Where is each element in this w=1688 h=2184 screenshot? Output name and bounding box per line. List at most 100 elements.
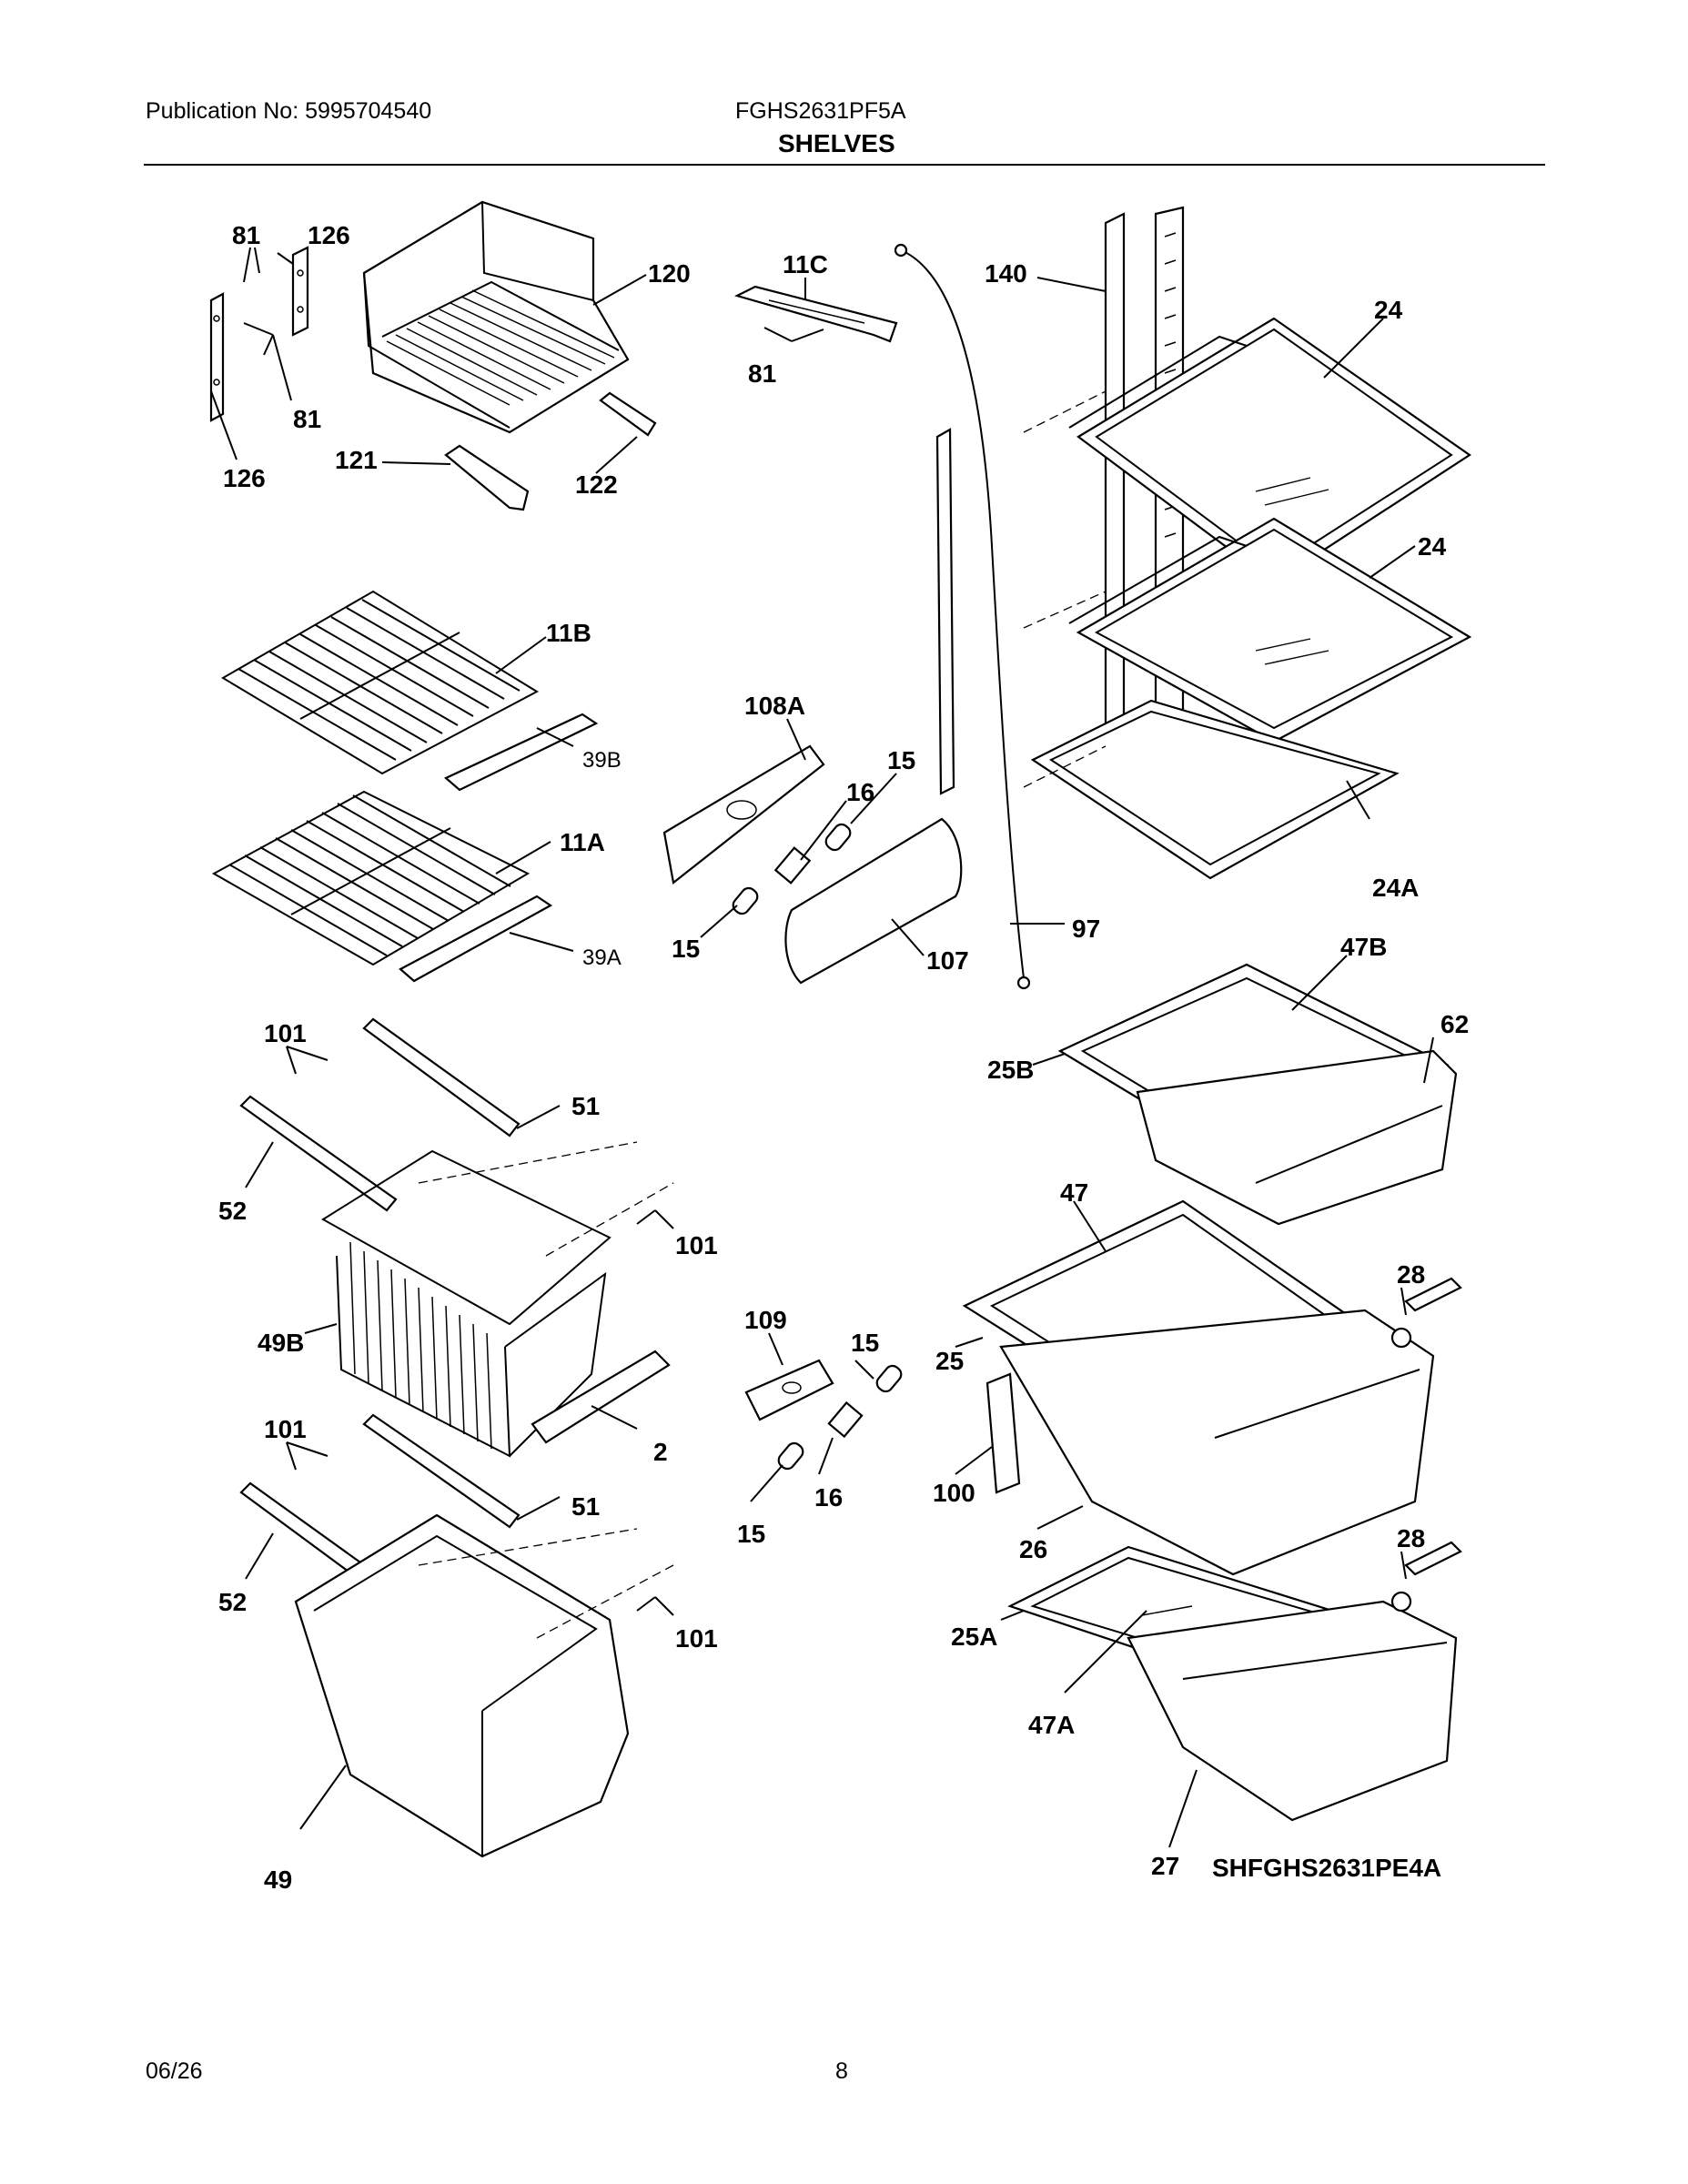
callout-101: 101: [675, 1231, 718, 1259]
callout-109: 109: [744, 1306, 787, 1334]
part-16-socket: [773, 846, 812, 885]
leader-lines-109: [750, 1332, 874, 1502]
part-51-rail-upper: [362, 1017, 521, 1138]
callout-107: 107: [926, 946, 969, 975]
publication-number: Publication No: 5995704540: [146, 98, 432, 124]
page-number: 8: [835, 2058, 848, 2084]
callout-51: 51: [571, 1092, 600, 1120]
footer-date: 06/26: [146, 2058, 203, 2084]
callout-39a: 39A: [582, 945, 622, 970]
callout-11a: 11A: [560, 828, 605, 856]
callout-126: 126: [308, 221, 350, 249]
dashed-guides-right: [1023, 390, 1107, 788]
dashed-guides-bin: [418, 1528, 674, 1639]
callout-15: 15: [851, 1329, 879, 1357]
callout-140: 140: [985, 259, 1027, 288]
part-15-bulb-upper: [824, 823, 852, 852]
part-24-shelf-middle: [1068, 517, 1472, 743]
part-24a-shelf-lower: [1030, 699, 1400, 880]
leader-lines-47a: [1000, 1551, 1407, 1848]
callout-15: 15: [737, 1520, 765, 1548]
part-107-light-shield: [784, 817, 963, 985]
callout-25a: 25A: [951, 1623, 997, 1651]
part-51-rail-lower: [362, 1413, 521, 1529]
part-120-door-bin: [362, 200, 630, 434]
dashed-guides-basket: [418, 1141, 674, 1257]
callout-122: 122: [575, 470, 618, 499]
part-39a-trim: [399, 895, 553, 983]
part-15-bulb-lower-right: [875, 1364, 903, 1393]
callout-120: 120: [648, 259, 691, 288]
callout-24a: 24A: [1372, 874, 1419, 902]
section-title: SHELVES: [778, 129, 895, 157]
leader-lines-49b: [245, 1046, 674, 1430]
part-122-rail: [599, 391, 657, 437]
callout-27: 27: [1151, 1852, 1179, 1880]
callout-15: 15: [887, 746, 915, 774]
diagram-code: SHFGHS2631PE4A: [1212, 1854, 1441, 1882]
callout-16: 16: [814, 1483, 843, 1512]
callout-11b: 11B: [546, 619, 591, 647]
part-126-bracket-left: [209, 292, 225, 422]
callout-81: 81: [293, 405, 321, 433]
part-2-trim: [531, 1350, 671, 1444]
part-28-roller-lower: [1390, 1541, 1462, 1613]
part-52-rail-upper: [239, 1095, 398, 1212]
callout-28: 28: [1397, 1260, 1425, 1289]
callout-49b: 49B: [258, 1329, 304, 1357]
leader-lines-47b: [1032, 955, 1434, 1084]
part-100-divider: [986, 1372, 1021, 1494]
callout-62: 62: [1440, 1010, 1469, 1038]
leader-lines-49: [245, 1441, 674, 1830]
callout-101: 101: [264, 1019, 307, 1047]
part-108a-cover: [662, 744, 825, 885]
callout-24: 24: [1418, 532, 1447, 561]
leader-lines-top-right: [1036, 277, 1416, 820]
callout-39b: 39B: [582, 748, 622, 773]
part-49-bin: [294, 1513, 630, 1858]
callout-47b: 47B: [1340, 933, 1387, 961]
part-97-tube: [894, 243, 1065, 990]
callout-52: 52: [218, 1197, 247, 1225]
callout-97: 97: [1072, 915, 1100, 943]
callout-25: 25: [935, 1347, 964, 1375]
callout-81: 81: [232, 221, 260, 249]
callout-47: 47: [1060, 1178, 1088, 1207]
part-49b-wire-basket: [321, 1149, 612, 1458]
callout-16: 16: [846, 778, 874, 806]
leader-lines-top-left: [210, 247, 647, 474]
leader-lines-wire-shelves: [495, 636, 574, 952]
callout-11c: 11C: [783, 250, 828, 278]
part-25-crisper-drawer: [999, 1309, 1435, 1576]
part-126-bracket-right: [291, 246, 309, 337]
part-109-cover: [744, 1359, 834, 1421]
part-27-crisper-drawer: [1127, 1600, 1458, 1822]
callout-121: 121: [335, 446, 378, 474]
callout-51: 51: [571, 1492, 600, 1521]
part-11a-wire-shelf: [211, 790, 531, 966]
header-rule: [144, 164, 1545, 166]
part-11c-bracket: [733, 285, 898, 343]
part-39b-trim: [443, 713, 599, 792]
callout-28: 28: [1397, 1524, 1425, 1552]
part-11b-wire-shelf: [221, 590, 540, 775]
callout-49: 49: [264, 1866, 292, 1894]
callout-15: 15: [672, 935, 700, 963]
callout-126: 126: [223, 464, 266, 492]
callout-101: 101: [264, 1415, 307, 1443]
leader-lines-47: [955, 1200, 1407, 1530]
callout-47a: 47A: [1028, 1711, 1075, 1739]
callout-52: 52: [218, 1588, 247, 1616]
callout-24: 24: [1374, 296, 1403, 324]
callout-2: 2: [653, 1438, 668, 1466]
part-28-roller-upper: [1390, 1277, 1462, 1349]
leader-lines-108a: [700, 718, 925, 956]
callout-81: 81: [748, 359, 776, 388]
part-16-socket-lower: [827, 1400, 864, 1439]
part-24-shelf-upper: [1068, 317, 1471, 584]
part-15-bulb-lower: [732, 886, 759, 915]
callout-108a: 108A: [744, 692, 805, 720]
callout-100: 100: [933, 1479, 975, 1507]
model-number: FGHS2631PF5A: [735, 98, 906, 124]
